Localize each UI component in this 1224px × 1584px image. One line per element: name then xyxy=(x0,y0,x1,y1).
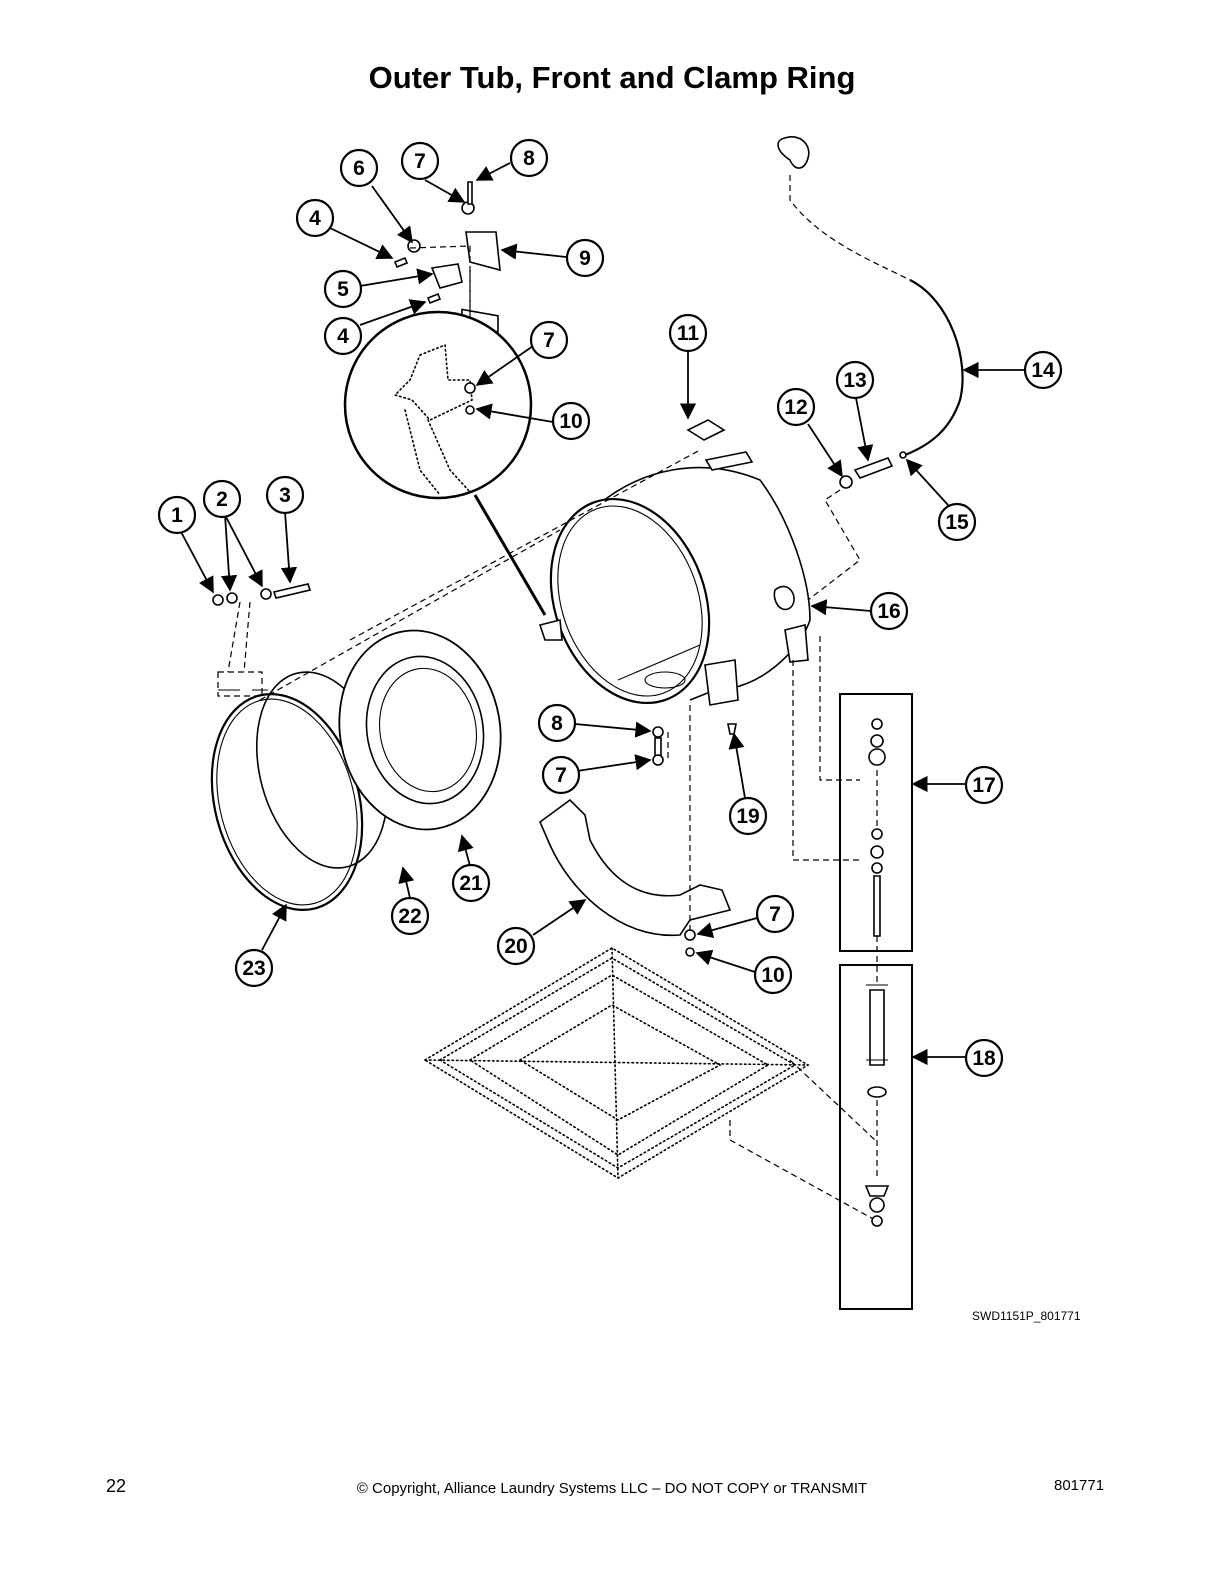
callout-label: 19 xyxy=(736,805,759,828)
fasteners-1-2-3 xyxy=(212,583,312,606)
drawing-code: SWD1151P_801771 xyxy=(972,1309,1081,1323)
page-number: 22 xyxy=(106,1476,127,1496)
callout-16: 16 xyxy=(869,591,909,631)
callout-label: 8 xyxy=(523,147,535,170)
leader-lines xyxy=(179,162,1025,1066)
callout-label: 11 xyxy=(677,322,700,345)
callout-15: 15 xyxy=(937,502,977,542)
detail-magnifier xyxy=(343,310,547,616)
callout-label: 1 xyxy=(171,504,183,527)
callout-10: 10 xyxy=(551,401,591,441)
callout-label: 4 xyxy=(337,325,349,348)
callout-3: 3 xyxy=(265,475,305,515)
callout-label: 18 xyxy=(972,1047,996,1070)
callout-label: 13 xyxy=(843,369,866,392)
callout-label: 17 xyxy=(972,774,995,797)
callout-7: 7 xyxy=(541,755,581,795)
callout-23: 23 xyxy=(234,948,274,988)
base-frame xyxy=(423,947,876,1221)
document-number: 801771 xyxy=(1054,1477,1105,1494)
callout-label: 20 xyxy=(504,935,527,958)
callout-label: 9 xyxy=(579,247,591,270)
callout-4: 4 xyxy=(295,198,335,238)
callout-9: 9 xyxy=(565,238,605,278)
callout-7: 7 xyxy=(529,320,569,360)
callout-19: 19 xyxy=(728,796,768,836)
callout-8: 8 xyxy=(509,138,549,178)
callout-13: 13 xyxy=(835,360,875,400)
callout-label: 7 xyxy=(414,150,426,173)
callout-label: 21 xyxy=(459,872,483,895)
callout-11: 11 xyxy=(668,313,708,353)
callout-6: 6 xyxy=(339,148,379,188)
callout-label: 23 xyxy=(242,957,265,980)
callout-label: 14 xyxy=(1031,359,1055,382)
callout-label: 4 xyxy=(309,207,321,230)
callout-label: 2 xyxy=(216,488,228,511)
callout-label: 5 xyxy=(337,278,349,301)
callout-1: 1 xyxy=(157,495,197,535)
callout-label: 15 xyxy=(945,511,969,534)
callout-21: 21 xyxy=(451,863,491,903)
page-title: Outer Tub, Front and Clamp Ring xyxy=(368,60,856,95)
callout-22: 22 xyxy=(390,896,430,936)
callout-10: 10 xyxy=(753,955,793,995)
callout-14: 14 xyxy=(1023,350,1063,390)
callout-label: 10 xyxy=(761,964,784,987)
callout-18: 18 xyxy=(964,1038,1004,1078)
callout-20: 20 xyxy=(496,926,536,966)
callout-label: 8 xyxy=(551,712,563,735)
outer-tub xyxy=(538,419,811,706)
callout-label: 7 xyxy=(543,329,555,352)
callout-label: 22 xyxy=(398,905,421,928)
callout-5: 5 xyxy=(323,269,363,309)
callout-7: 7 xyxy=(755,894,795,934)
callout-12: 12 xyxy=(776,387,816,427)
suspension-detail-boxes xyxy=(792,636,913,1310)
lower-bracket xyxy=(539,705,737,957)
callout-label: 12 xyxy=(784,396,807,419)
callout-label: 7 xyxy=(769,903,781,926)
callout-4: 4 xyxy=(323,316,363,356)
pressure-hose-assembly xyxy=(777,136,964,601)
callout-label: 16 xyxy=(877,600,900,623)
callout-label: 10 xyxy=(559,410,582,433)
callout-label: 3 xyxy=(279,484,291,507)
copyright-notice: © Copyright, Alliance Laundry Systems LL… xyxy=(356,1480,868,1497)
clamp-ring-and-front xyxy=(210,449,701,911)
callout-7: 7 xyxy=(400,141,440,181)
callout-8: 8 xyxy=(537,703,577,743)
callout-label: 6 xyxy=(353,157,365,180)
callout-label: 7 xyxy=(555,764,567,787)
callout-17: 17 xyxy=(964,765,1004,805)
callout-2: 2 xyxy=(202,479,242,519)
